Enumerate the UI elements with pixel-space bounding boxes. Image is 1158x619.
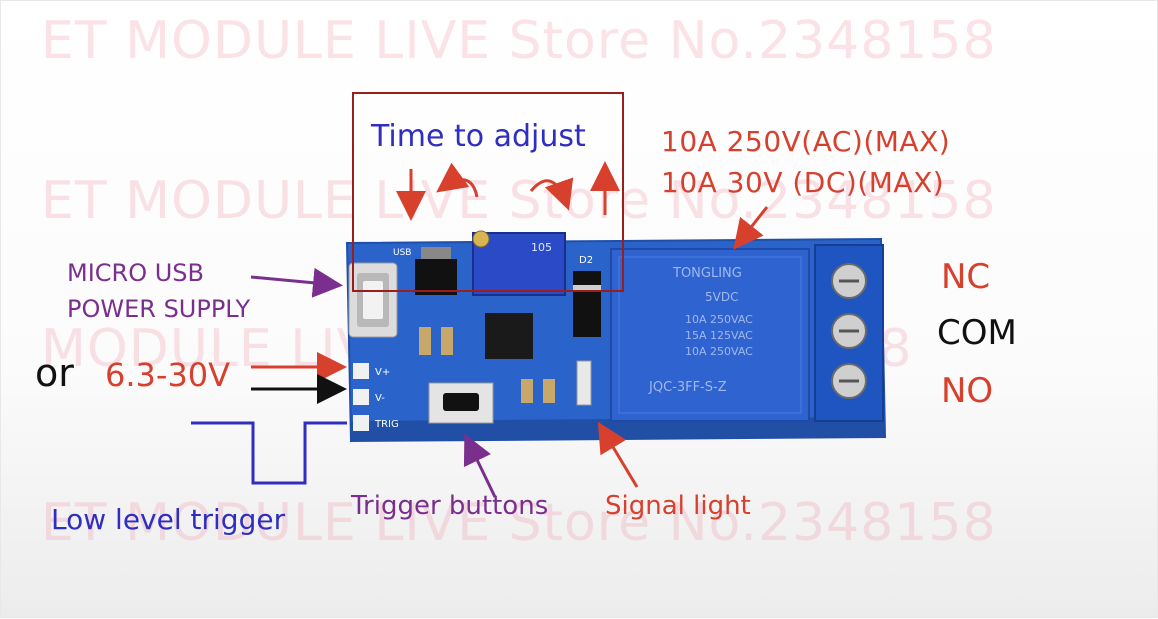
relay-rating-text: 10A 250VAC [685, 313, 753, 326]
trigger-button [428, 382, 494, 424]
usb-pointer-arrow-icon [250, 267, 343, 298]
regulator-chip [415, 247, 457, 295]
usb-power-label: MICRO USB [67, 259, 205, 287]
nc-terminal-label: NC [941, 257, 991, 297]
diode [573, 271, 601, 337]
watermark-text: ET MODULE LIVE Store No.2348158 [41, 11, 997, 71]
relay-rating-text: 10A 250VAC [685, 345, 753, 358]
screw-terminal [814, 244, 884, 422]
signal-light-label: Signal light [605, 491, 751, 521]
led-label: D2 [579, 255, 593, 266]
smd-components [419, 327, 592, 406]
no-terminal-label: NO [941, 371, 994, 411]
micro-usb-connector [348, 262, 398, 338]
relay-rating-text: 15A 125VAC [685, 329, 753, 342]
potentiometer [472, 230, 566, 296]
usb-power-label: POWER SUPPLY [67, 295, 251, 323]
pin-label: V+ [375, 367, 390, 378]
rotate-ccw-arrow-icon [436, 162, 479, 198]
ac-rating-label: 10A 250V(AC)(MAX) [661, 125, 951, 158]
or-label: or [35, 351, 74, 395]
dc-rating-label: 10A 30V (DC)(MAX) [661, 166, 945, 199]
watermark-text: ET MODULE LIVE Store No.2348158 [41, 171, 997, 231]
pin-label: TRIG [374, 419, 399, 430]
time-adjust-label: Time to adjust [371, 119, 586, 154]
led-pointer-arrow-icon [597, 421, 639, 488]
pin-label: V- [375, 393, 385, 404]
watermark-text: ET MODULE LIVE Store No.2348158 [41, 493, 997, 553]
pot-code-text: 105 [531, 241, 552, 254]
microcontroller-chip [485, 313, 533, 359]
trigger-waveform-icon [191, 421, 347, 485]
adjust-highlight-box [352, 92, 624, 292]
button-pointer-arrow-icon [463, 433, 497, 498]
low-level-trigger-label: Low level trigger [51, 503, 286, 536]
relay [610, 248, 810, 422]
rotate-cw-arrow-icon [529, 177, 574, 211]
pin-pads [353, 363, 369, 431]
trigger-buttons-label: Trigger buttons [351, 491, 549, 521]
relay-voltage-text: 5VDC [705, 290, 738, 304]
usb-silk-text: USB [393, 248, 411, 258]
relay-brand-text: TONGLING [672, 266, 742, 281]
relay-pointer-arrow-icon [733, 206, 769, 250]
voltage-label: 6.3-30V [105, 356, 231, 394]
relay-model-text: JQC-3FF-S-Z [648, 380, 727, 395]
com-terminal-label: COM [937, 313, 1017, 353]
